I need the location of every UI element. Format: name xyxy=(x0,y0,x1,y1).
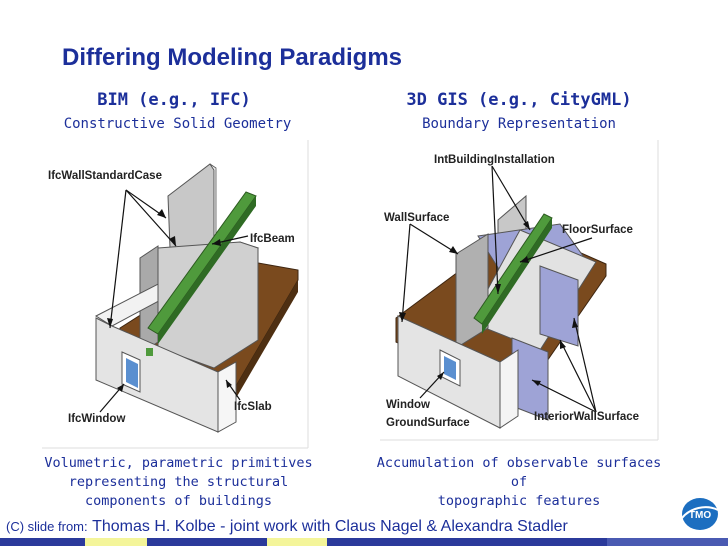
label-ground-surface: GroundSurface xyxy=(386,417,470,429)
label-int-building-installation: IntBuildingInstallation xyxy=(434,154,555,166)
gis-interior-wall xyxy=(539,265,579,347)
credit-main: Thomas H. Kolbe - joint work with Claus … xyxy=(92,518,568,535)
label-ifc-beam: IfcBeam xyxy=(250,233,295,245)
gis-caption: Accumulation of observable surfaces of t… xyxy=(370,454,668,511)
label-floor-surface: FloorSurface xyxy=(562,224,633,236)
gis-caption-line-1: Accumulation of observable surfaces of xyxy=(376,455,662,490)
label-ifc-slab: IfcSlab xyxy=(234,401,272,413)
bim-caption: Volumetric, parametric primitives repres… xyxy=(36,454,321,511)
label-wall-surface: WallSurface xyxy=(384,212,450,224)
credit-prefix: (C) slide from: xyxy=(6,519,88,534)
label-ifc-wall: IfcWallStandardCase xyxy=(48,170,162,182)
label-interior-wall-surface: InteriorWallSurface xyxy=(534,411,640,423)
footer-color-bar xyxy=(0,538,728,546)
bim-caption-line-3: components of buildings xyxy=(85,493,272,509)
gis-heading: 3D GIS (e.g., CityGML) xyxy=(406,90,632,110)
label-ifc-window: IfcWindow xyxy=(68,413,126,425)
bim-caption-line-2: representing the structural xyxy=(68,474,289,490)
tmo-logo-icon: TMO xyxy=(681,498,719,530)
bim-caption-line-1: Volumetric, parametric primitives xyxy=(44,455,313,471)
logo-text: TMO xyxy=(689,510,711,521)
gis-subheading: Boundary Representation xyxy=(422,116,616,132)
gis-caption-line-2: topographic features xyxy=(437,493,601,509)
bim-subheading: Constructive Solid Geometry xyxy=(63,116,292,132)
page-title: Differing Modeling Paradigms xyxy=(62,44,403,71)
label-window: Window xyxy=(386,399,430,411)
bim-heading: BIM (e.g., IFC) xyxy=(97,90,251,110)
credit-line: (C) slide from: Thomas H. Kolbe - joint … xyxy=(6,518,568,536)
